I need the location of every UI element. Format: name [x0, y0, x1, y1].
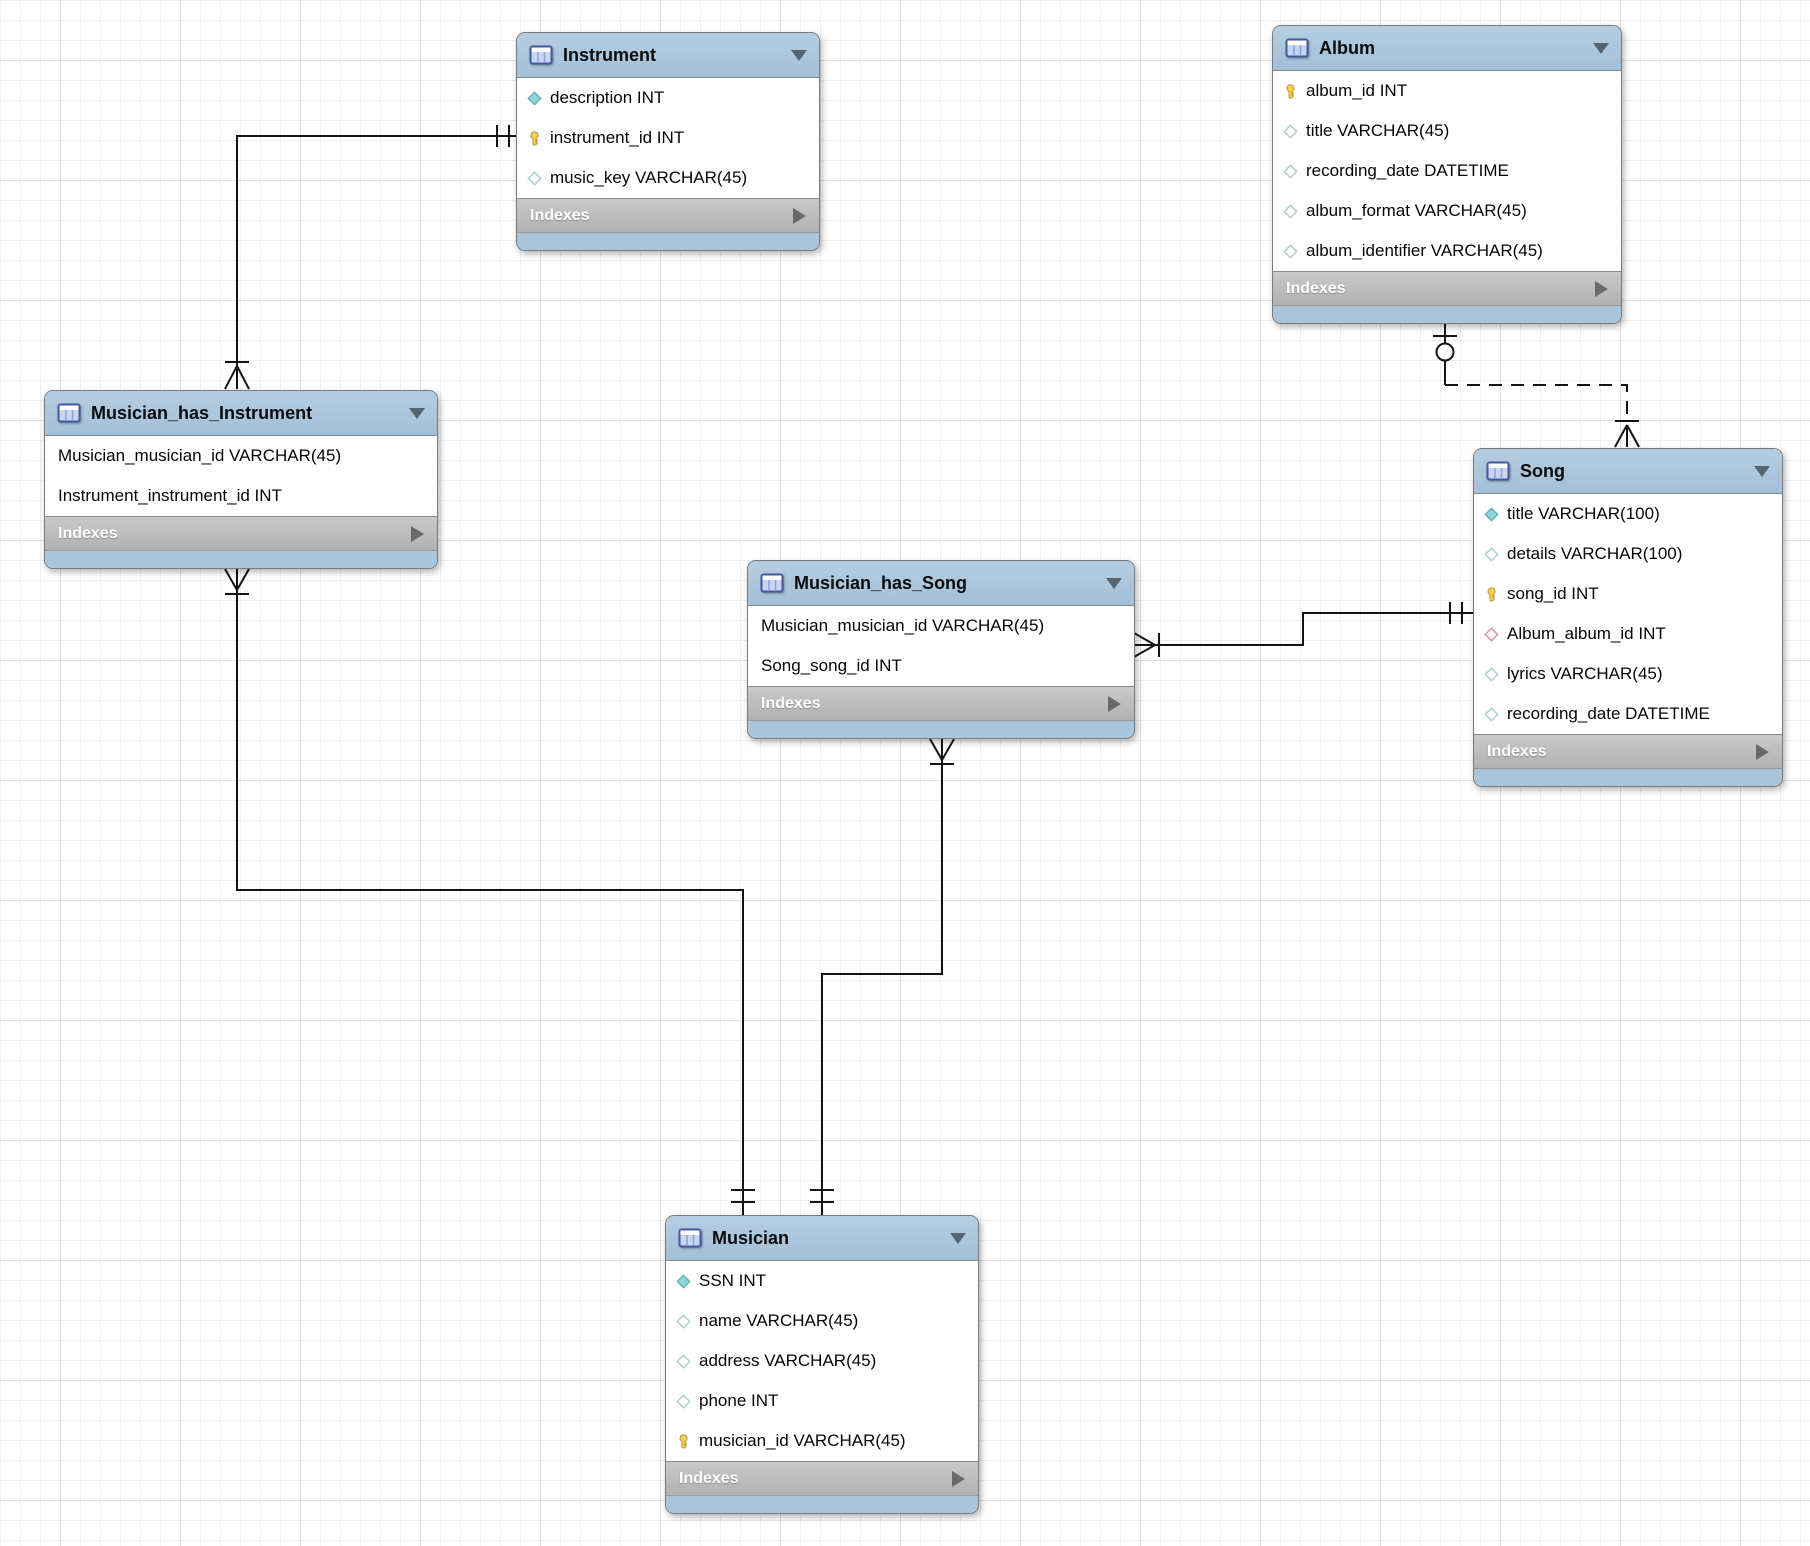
relationship-mhs-musician[interactable] — [810, 738, 955, 1215]
field-row[interactable]: phone INT — [666, 1381, 978, 1421]
table-footer-strip — [45, 551, 437, 568]
field-row[interactable]: music_key VARCHAR(45) — [517, 158, 819, 198]
table-musician-has-song-header[interactable]: Musician_has_Song — [748, 561, 1134, 606]
expand-arrow-icon[interactable] — [1756, 743, 1769, 760]
diamond-hollow-icon — [1283, 203, 1298, 219]
table-footer-strip — [748, 721, 1134, 738]
key-icon — [527, 130, 542, 146]
diamond-hollow-icon — [1283, 123, 1298, 139]
relationship-album-song[interactable] — [1433, 323, 1640, 448]
relationship-mhi-instrument[interactable] — [224, 125, 516, 390]
field-row[interactable]: description INT — [517, 78, 819, 118]
table-album-header[interactable]: Album — [1273, 26, 1621, 71]
key-icon — [1484, 586, 1499, 602]
collapse-arrow-icon[interactable] — [1593, 42, 1609, 54]
diamond-fk-icon — [1484, 626, 1499, 642]
field-row[interactable]: Musician_musician_id VARCHAR(45) — [761, 616, 1045, 635]
field-row[interactable]: album_identifier VARCHAR(45) — [1273, 231, 1621, 271]
relationship-mhi-musician[interactable] — [224, 568, 755, 1215]
table-musician-has-instrument[interactable]: Musician_has_Instrument Musician_musicia… — [44, 390, 438, 569]
indexes-row[interactable]: Indexes — [1474, 734, 1782, 769]
table-title: Instrument — [563, 44, 657, 65]
diamond-filled-icon — [527, 90, 542, 106]
table-icon — [529, 45, 554, 66]
collapse-arrow-icon[interactable] — [1106, 577, 1122, 589]
diamond-hollow-icon — [1484, 546, 1499, 562]
table-icon — [678, 1228, 703, 1249]
table-footer-strip — [666, 1496, 978, 1513]
field-row[interactable]: instrument_id INT — [517, 118, 819, 158]
collapse-arrow-icon[interactable] — [1754, 465, 1770, 477]
table-footer-strip — [517, 233, 819, 250]
table-title: Musician_has_Song — [794, 572, 968, 593]
table-title: Musician — [712, 1227, 790, 1248]
field-row[interactable]: Instrument_instrument_id INT — [58, 486, 282, 505]
diamond-hollow-icon — [1484, 706, 1499, 722]
diamond-hollow-icon — [1283, 243, 1298, 259]
field-row[interactable]: SSN INT — [666, 1261, 978, 1301]
field-row[interactable]: Song_song_id INT — [761, 656, 902, 675]
relationship-mhs-song[interactable] — [1133, 602, 1473, 658]
table-title: Album — [1319, 37, 1375, 58]
key-icon — [676, 1433, 691, 1449]
table-icon — [760, 573, 785, 594]
field-row[interactable]: title VARCHAR(45) — [1273, 111, 1621, 151]
table-title: Song — [1520, 460, 1565, 481]
field-row[interactable]: details VARCHAR(100) — [1474, 534, 1782, 574]
expand-arrow-icon[interactable] — [952, 1470, 965, 1487]
table-icon — [1285, 38, 1310, 59]
diamond-hollow-icon — [676, 1393, 691, 1409]
table-instrument[interactable]: Instrument description INT instrument_id… — [516, 32, 820, 251]
field-row[interactable]: title VARCHAR(100) — [1474, 494, 1782, 534]
indexes-row[interactable]: Indexes — [666, 1461, 978, 1496]
table-song-header[interactable]: Song — [1474, 449, 1782, 494]
table-footer-strip — [1474, 769, 1782, 786]
field-row[interactable]: recording_date DATETIME — [1273, 151, 1621, 191]
table-musician-has-song[interactable]: Musician_has_Song Musician_musician_id V… — [747, 560, 1135, 739]
expand-arrow-icon[interactable] — [793, 207, 806, 224]
diamond-filled-icon — [676, 1273, 691, 1289]
table-footer-strip — [1273, 306, 1621, 323]
table-instrument-header[interactable]: Instrument — [517, 33, 819, 78]
collapse-arrow-icon[interactable] — [791, 49, 807, 61]
diamond-hollow-icon — [1484, 666, 1499, 682]
table-icon — [1486, 461, 1511, 482]
key-icon — [1283, 83, 1298, 99]
table-musician-has-instrument-header[interactable]: Musician_has_Instrument — [45, 391, 437, 436]
field-row[interactable]: Musician_musician_id VARCHAR(45) — [58, 446, 342, 465]
diamond-hollow-icon — [527, 170, 542, 186]
indexes-row[interactable]: Indexes — [1273, 271, 1621, 306]
expand-arrow-icon[interactable] — [411, 525, 424, 542]
field-row[interactable]: address VARCHAR(45) — [666, 1341, 978, 1381]
table-album[interactable]: Album album_id INT title VARCHAR(45) rec… — [1272, 25, 1622, 324]
expand-arrow-icon[interactable] — [1108, 695, 1121, 712]
diamond-hollow-icon — [1283, 163, 1298, 179]
collapse-arrow-icon[interactable] — [409, 407, 425, 419]
indexes-row[interactable]: Indexes — [45, 516, 437, 551]
table-song[interactable]: Song title VARCHAR(100) details VARCHAR(… — [1473, 448, 1783, 787]
field-row[interactable]: recording_date DATETIME — [1474, 694, 1782, 734]
field-row[interactable]: song_id INT — [1474, 574, 1782, 614]
diamond-filled-icon — [1484, 506, 1499, 522]
field-row[interactable]: album_id INT — [1273, 71, 1621, 111]
field-row[interactable]: musician_id VARCHAR(45) — [666, 1421, 978, 1461]
indexes-row[interactable]: Indexes — [517, 198, 819, 233]
indexes-row[interactable]: Indexes — [748, 686, 1134, 721]
field-row[interactable]: lyrics VARCHAR(45) — [1474, 654, 1782, 694]
collapse-arrow-icon[interactable] — [950, 1232, 966, 1244]
field-row[interactable]: name VARCHAR(45) — [666, 1301, 978, 1341]
field-row[interactable]: album_format VARCHAR(45) — [1273, 191, 1621, 231]
table-musician-header[interactable]: Musician — [666, 1216, 978, 1261]
diamond-hollow-icon — [676, 1353, 691, 1369]
field-row[interactable]: Album_album_id INT — [1474, 614, 1782, 654]
diamond-hollow-icon — [676, 1313, 691, 1329]
expand-arrow-icon[interactable] — [1595, 280, 1608, 297]
table-title: Musician_has_Instrument — [91, 402, 313, 423]
table-icon — [57, 403, 82, 424]
table-musician[interactable]: Musician SSN INT name VARCHAR(45) addres… — [665, 1215, 979, 1514]
